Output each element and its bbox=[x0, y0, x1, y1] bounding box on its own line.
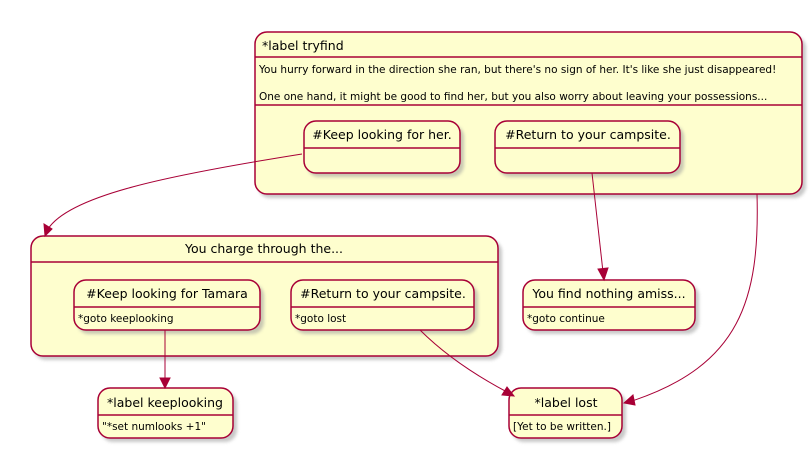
state-tryfind-line2: One one hand, it might be good to find h… bbox=[259, 91, 767, 103]
state-return-campsite-1-title: #Return to your campsite. bbox=[505, 127, 671, 142]
transition-return2-to-lost bbox=[419, 329, 516, 397]
state-charge-title: You charge through the... bbox=[184, 241, 343, 256]
state-tryfind-title: *label tryfind bbox=[262, 38, 344, 53]
state-nothing-amiss: You find nothing amiss... *goto continue bbox=[522, 279, 699, 334]
transition-tamara-to-keeplooking bbox=[159, 330, 171, 390]
state-lost: *label lost [Yet to be written.] bbox=[508, 387, 626, 442]
state-return-campsite-2: #Return to your campsite. *goto lost bbox=[290, 279, 478, 334]
state-keep-looking-her-title: #Keep looking for her. bbox=[312, 127, 451, 142]
transition-tryfind-to-lost bbox=[622, 193, 758, 406]
state-nothing-amiss-title: You find nothing amiss... bbox=[531, 286, 685, 301]
transition-keep-looking-to-charge bbox=[43, 153, 303, 238]
state-tryfind-line1: You hurry forward in the direction she r… bbox=[258, 64, 776, 76]
state-lost-title: *label lost bbox=[535, 395, 598, 410]
state-keeplooking-title: *label keeplooking bbox=[107, 395, 223, 410]
state-keep-looking-tamara-body: *goto keeplooking bbox=[78, 313, 174, 325]
transition-return-to-nothing-amiss bbox=[591, 172, 609, 282]
state-keeplooking-body: "*set numlooks +1" bbox=[102, 421, 206, 433]
state-return-campsite-1: #Return to your campsite. bbox=[494, 120, 684, 177]
state-return-campsite-2-body: *goto lost bbox=[295, 313, 346, 325]
state-return-campsite-2-title: #Return to your campsite. bbox=[300, 286, 466, 301]
state-lost-body: [Yet to be written.] bbox=[513, 421, 611, 433]
state-keep-looking-tamara-title: #Keep looking for Tamara bbox=[86, 286, 248, 301]
state-charge: You charge through the... #Keep looking … bbox=[30, 235, 502, 360]
state-tryfind: *label tryfind You hurry forward in the … bbox=[254, 31, 806, 198]
state-nothing-amiss-body: *goto continue bbox=[527, 313, 605, 325]
state-keep-looking-her: #Keep looking for her. bbox=[303, 120, 464, 177]
state-keep-looking-tamara: #Keep looking for Tamara *goto keeplooki… bbox=[73, 279, 264, 334]
state-keeplooking: *label keeplooking "*set numlooks +1" bbox=[97, 387, 237, 442]
